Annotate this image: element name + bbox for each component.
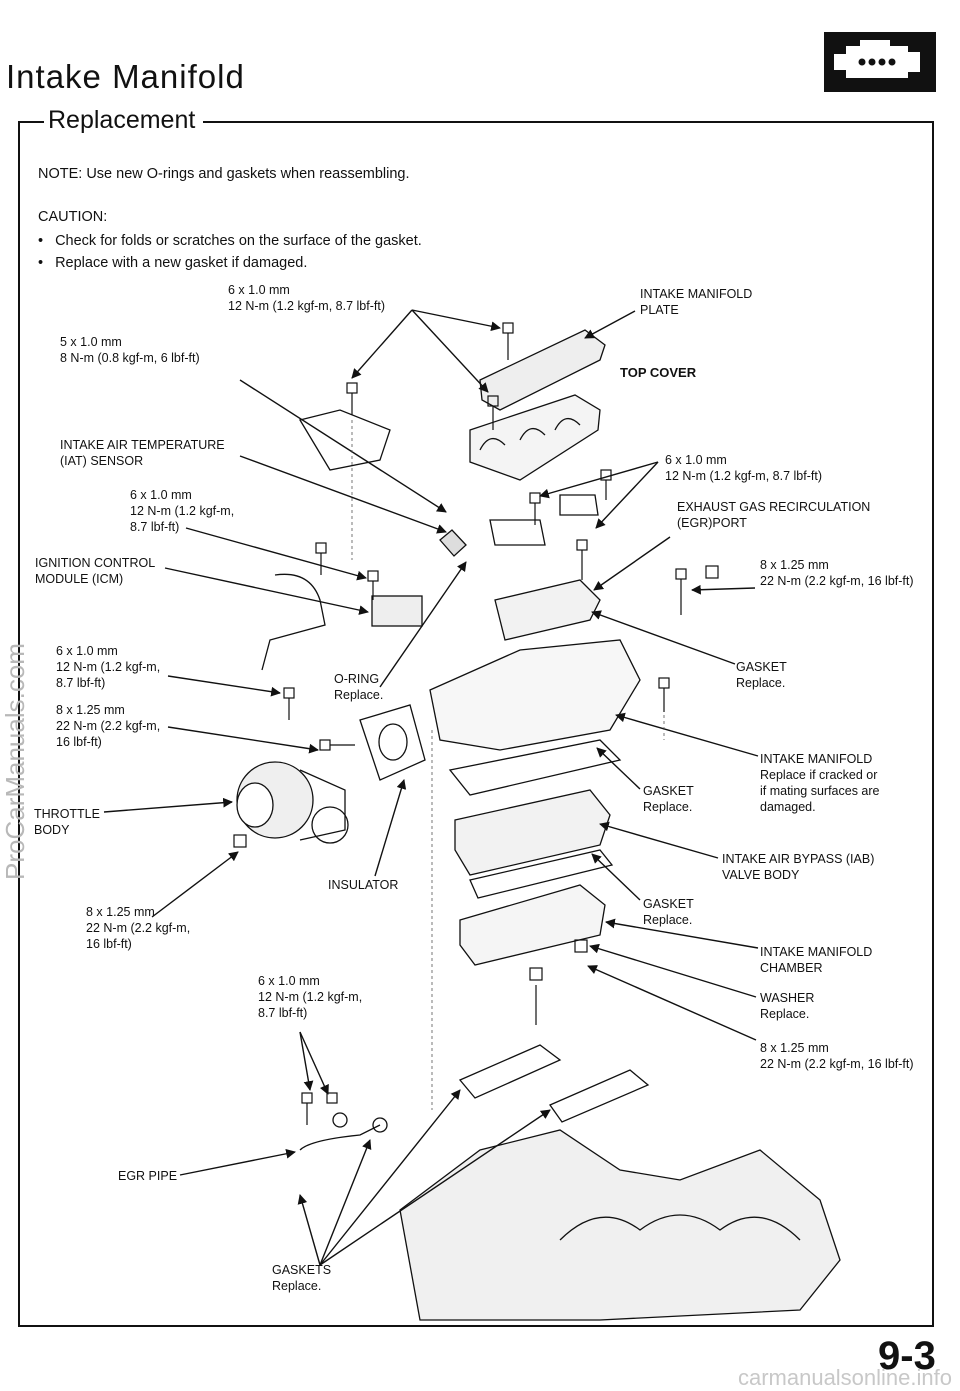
label-gaskets: GASKETS Replace. <box>272 1263 332 1293</box>
label-bolt-5x10: 5 x 1.0 mm 8 N-m (0.8 kgf-m, 6 lbf-ft) <box>60 335 200 365</box>
label-gasket-2: GASKET Replace. <box>643 784 694 814</box>
insulator-part <box>359 704 426 781</box>
label-top-cover: TOP COVER <box>620 365 697 380</box>
caution-item: Check for folds or scratches on the surf… <box>38 230 422 252</box>
label-bolt-8x125-bottom-right: 8 x 1.25 mm 22 N-m (2.2 kgf-m, 16 lbf-ft… <box>760 1041 914 1071</box>
label-gasket-1: GASKET Replace. <box>736 660 787 690</box>
label-egr-port: EXHAUST GAS RECIRCULATION (EGR)PORT <box>677 500 871 530</box>
label-bolt-8x125-left: 8 x 1.25 mm 22 N-m (2.2 kgf-m, 16 lbf-ft… <box>56 703 161 749</box>
lower-gasket-2 <box>549 1069 650 1123</box>
label-insulator: INSULATOR <box>328 878 399 892</box>
intake-manifold-part <box>429 639 641 751</box>
label-oring: O-RING Replace. <box>334 672 384 702</box>
lower-gasket-1 <box>458 1044 562 1099</box>
footer-watermark: carmanualsonline.info <box>737 1365 952 1390</box>
label-bolt-6x10-right: 6 x 1.0 mm 12 N-m (1.2 kgf-m, 8.7 lbf-ft… <box>665 453 822 483</box>
iab-valve-body-part <box>454 789 611 876</box>
egr-pipe-part <box>299 1124 381 1151</box>
label-egr-pipe: EGR PIPE <box>118 1169 178 1183</box>
label-bolt-6x10-bottom: 6 x 1.0 mm 12 N-m (1.2 kgf-m, 8.7 lbf-ft… <box>258 974 363 1020</box>
section-subtitle: Replacement <box>44 106 204 135</box>
page-title: Intake Manifold <box>6 58 245 95</box>
caution-heading: CAUTION: <box>38 209 108 225</box>
page-number: 9-3 <box>878 1334 936 1378</box>
caution-item: Replace with a new gasket if damaged. <box>38 252 422 274</box>
label-icm: IGNITION CONTROL MODULE (ICM) <box>35 556 156 586</box>
label-throttle-body: THROTTLE BODY <box>34 807 100 837</box>
label-iab-valve-body: INTAKE AIR BYPASS (IAB) VALVE BODY <box>722 852 875 882</box>
caution-block: CAUTION: Check for folds or scratches on… <box>38 206 422 274</box>
label-washer: WASHER Replace. <box>760 991 815 1021</box>
content-frame <box>18 121 934 1327</box>
engine-block-part <box>399 1129 841 1321</box>
manifold-chamber-part <box>459 884 606 966</box>
label-intake-manifold: INTAKE MANIFOLD Replace if cracked or if… <box>760 752 880 814</box>
top-cover-part <box>469 394 601 481</box>
gasket-middle <box>469 849 614 899</box>
side-watermark-text: ProCarManuals.com <box>0 643 30 880</box>
label-iat-sensor: INTAKE AIR TEMPERATURE (IAT) SENSOR <box>60 438 225 468</box>
caution-list: Check for folds or scratches on the surf… <box>38 230 422 274</box>
label-bolt-8x125-right-top: 8 x 1.25 mm 22 N-m (2.2 kgf-m, 16 lbf-ft… <box>760 558 914 588</box>
icm-part <box>371 595 423 627</box>
left-pipe-part <box>261 573 326 671</box>
note-text: NOTE: Use new O-rings and gaskets when r… <box>38 166 410 182</box>
bolt-set <box>233 322 719 1125</box>
side-watermark: ProCarManuals.com <box>0 643 30 880</box>
egr-block-part <box>494 579 601 641</box>
label-gasket-3: GASKET Replace. <box>643 897 694 927</box>
iat-harness-part <box>298 409 391 471</box>
gasket-upper <box>448 739 622 796</box>
label-bolt-6x10-top: 6 x 1.0 mm 12 N-m (1.2 kgf-m, 8.7 lbf-ft… <box>228 283 385 313</box>
label-bolt-6x10-iat: 6 x 1.0 mm 12 N-m (1.2 kgf-m, 8.7 lbf-ft… <box>130 488 235 534</box>
egr-port-bracket <box>489 519 546 546</box>
engine-icon <box>824 32 936 92</box>
label-bolt-8x125-lower-left: 8 x 1.25 mm 22 N-m (2.2 kgf-m, 16 lbf-ft… <box>86 905 191 951</box>
label-intake-manifold-plate: INTAKE MANIFOLD PLATE <box>640 287 753 317</box>
intake-manifold-plate-part <box>479 329 606 411</box>
label-bolt-6x10-left: 6 x 1.0 mm 12 N-m (1.2 kgf-m, 8.7 lbf-ft… <box>56 644 161 690</box>
label-manifold-chamber: INTAKE MANIFOLD CHAMBER <box>760 945 873 975</box>
